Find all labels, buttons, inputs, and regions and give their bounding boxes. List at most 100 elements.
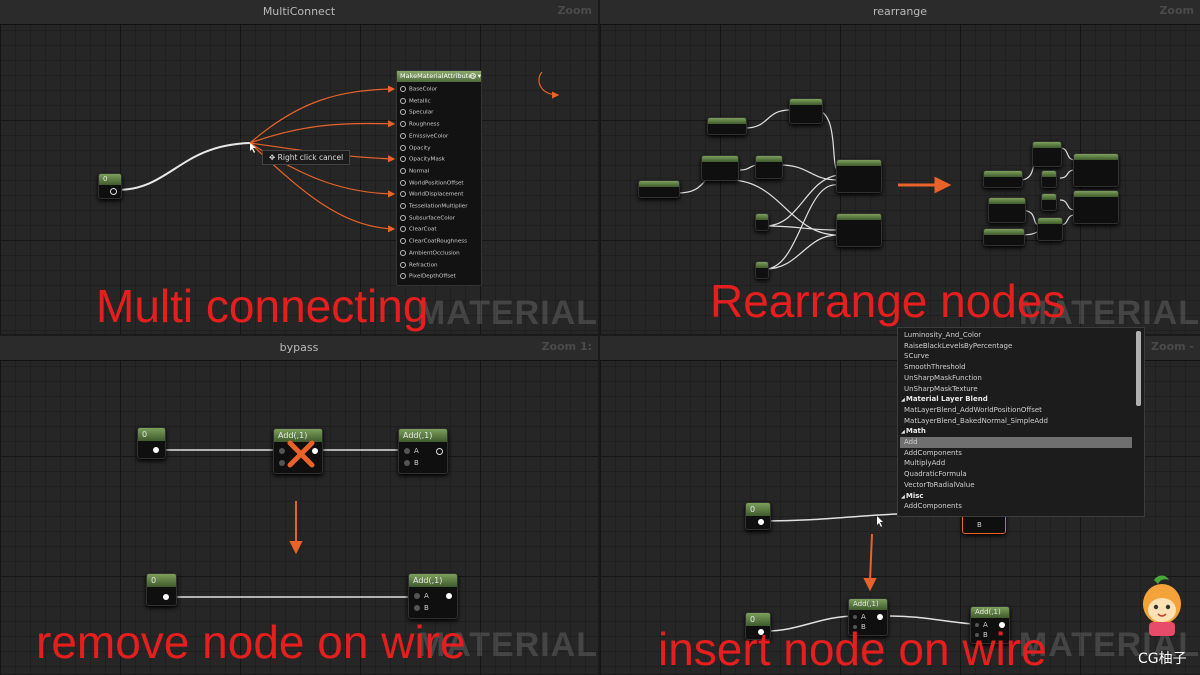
material-input-15[interactable]: Refraction bbox=[400, 261, 438, 268]
constant-node-top[interactable]: 0 bbox=[745, 502, 771, 530]
vector-param-node[interactable] bbox=[707, 117, 747, 135]
menu-item[interactable]: RaiseBlackLevelsByPercentage bbox=[904, 342, 1012, 350]
input-pin-icon[interactable] bbox=[400, 249, 406, 256]
input-pin-b[interactable] bbox=[414, 605, 420, 611]
material-input-12[interactable]: ClearCoat bbox=[400, 226, 437, 233]
lerp-node-2[interactable] bbox=[836, 213, 882, 247]
input-pin-a[interactable] bbox=[414, 593, 420, 599]
input-pin-a[interactable] bbox=[404, 448, 410, 454]
output-pin[interactable] bbox=[163, 594, 169, 600]
add-node-removed[interactable]: Add(,1) bbox=[273, 428, 323, 474]
input-pin-icon[interactable] bbox=[400, 156, 406, 163]
menu-item[interactable]: Luminosity_And_Color bbox=[904, 331, 981, 339]
constant-node-a[interactable] bbox=[701, 155, 739, 181]
multiply-node[interactable] bbox=[755, 155, 783, 179]
input-pin-icon[interactable] bbox=[400, 261, 406, 268]
constant-node[interactable]: 0 bbox=[98, 173, 122, 199]
output-pin[interactable] bbox=[110, 188, 117, 195]
constant-node-bottom[interactable]: 0 bbox=[146, 573, 177, 606]
output-pin[interactable] bbox=[999, 622, 1005, 628]
menu-item[interactable]: AddComponents bbox=[904, 502, 962, 510]
output-pin[interactable] bbox=[446, 593, 452, 599]
material-input-14[interactable]: AmbientOcclusion bbox=[400, 249, 460, 256]
menu-item[interactable]: AddComponents bbox=[904, 449, 962, 457]
texture-node[interactable] bbox=[638, 180, 680, 198]
input-pin-icon[interactable] bbox=[400, 109, 406, 116]
menu-item[interactable]: MatLayerBlend_AddWorldPositionOffset bbox=[904, 406, 1042, 414]
input-pin-a[interactable] bbox=[975, 623, 979, 627]
material-input-4[interactable]: EmissiveColor bbox=[400, 132, 448, 139]
add-node-top[interactable]: Add(,1) A B bbox=[398, 428, 448, 474]
material-input-8[interactable]: WorldPositionOffset bbox=[400, 179, 464, 186]
material-input-6[interactable]: OpacityMask bbox=[400, 156, 445, 163]
lerp-node-top[interactable] bbox=[789, 98, 823, 124]
menu-item[interactable]: UnSharpMaskTexture bbox=[904, 385, 978, 393]
multiply-node-r[interactable] bbox=[1037, 217, 1063, 241]
constant-node-bottom[interactable]: 0 bbox=[745, 612, 771, 640]
menu-item[interactable]: QuadraticFormula bbox=[904, 470, 967, 478]
scalar-node-r2[interactable] bbox=[1041, 193, 1057, 211]
lerp-node-r[interactable] bbox=[1032, 141, 1062, 167]
scalar-node-r1[interactable] bbox=[1041, 170, 1057, 188]
material-input-16[interactable]: PixelDepthOffset bbox=[400, 273, 456, 280]
material-input-3[interactable]: Roughness bbox=[400, 121, 440, 128]
output-pin[interactable] bbox=[758, 519, 764, 525]
menu-category[interactable]: ◢Material Layer Blend bbox=[901, 395, 988, 403]
output-pin[interactable] bbox=[312, 448, 318, 454]
menu-item[interactable]: SCurve bbox=[904, 352, 929, 360]
input-pin-b[interactable] bbox=[853, 625, 857, 629]
input-pin-b[interactable] bbox=[975, 633, 979, 637]
input-pin-icon[interactable] bbox=[400, 214, 406, 221]
scalar-node-1[interactable] bbox=[755, 213, 769, 231]
material-input-2[interactable]: Specular bbox=[400, 109, 433, 116]
lerp-node-r2[interactable] bbox=[1073, 190, 1119, 224]
output-pin[interactable] bbox=[877, 614, 883, 620]
constant-node-top[interactable]: 0 bbox=[137, 427, 166, 459]
material-input-5[interactable]: Opacity bbox=[400, 144, 431, 151]
input-pin-icon[interactable] bbox=[400, 86, 406, 92]
material-input-7[interactable]: Normal bbox=[400, 167, 429, 174]
input-pin-icon[interactable] bbox=[400, 238, 406, 245]
lerp-node-r1[interactable] bbox=[1073, 153, 1119, 187]
material-input-10[interactable]: TessellationMultiplier bbox=[400, 203, 468, 210]
input-pin-icon[interactable] bbox=[400, 226, 406, 233]
menu-category[interactable]: ◢Math bbox=[901, 427, 926, 435]
add-node-bottom[interactable]: Add(,1) A B bbox=[408, 573, 458, 619]
material-input-1[interactable]: Metallic bbox=[400, 97, 431, 104]
input-pin-a[interactable] bbox=[853, 615, 857, 619]
material-output-pin[interactable] bbox=[470, 73, 476, 79]
menu-item[interactable]: MatLayerBlend_BakedNormal_SimpleAdd bbox=[904, 417, 1048, 425]
add-node-right[interactable]: Add(,1) A B bbox=[970, 606, 1010, 644]
input-pin-icon[interactable] bbox=[400, 132, 406, 139]
menu-item[interactable]: UnSharpMaskFunction bbox=[904, 374, 982, 382]
menu-item[interactable]: VectorToRadialValue bbox=[904, 481, 975, 489]
menu-item[interactable]: MultiplyAdd bbox=[904, 459, 945, 467]
input-pin-a[interactable] bbox=[279, 448, 285, 454]
menu-scrollbar[interactable] bbox=[1136, 331, 1141, 406]
output-pin[interactable] bbox=[758, 629, 764, 635]
menu-item[interactable]: SmoothThreshold bbox=[904, 363, 966, 371]
material-input-0[interactable]: BaseColor bbox=[400, 86, 437, 93]
material-input-9[interactable]: WorldDisplacement bbox=[400, 191, 463, 198]
input-pin-icon[interactable] bbox=[400, 121, 406, 128]
input-pin-b[interactable] bbox=[404, 460, 410, 466]
menu-category[interactable]: ◢Misc bbox=[901, 492, 924, 500]
material-input-13[interactable]: ClearCoatRoughness bbox=[400, 238, 467, 245]
vector-param-node-r[interactable] bbox=[983, 170, 1023, 188]
material-input-11[interactable]: SubsurfaceColor bbox=[400, 214, 455, 221]
texture-node-r[interactable] bbox=[983, 228, 1025, 246]
output-pin[interactable] bbox=[436, 448, 443, 455]
input-pin-b[interactable] bbox=[279, 460, 285, 466]
input-pin-icon[interactable] bbox=[400, 179, 406, 186]
inserted-add-node[interactable]: Add(,1) A B bbox=[848, 598, 888, 636]
input-pin-icon[interactable] bbox=[400, 167, 406, 174]
output-pin[interactable] bbox=[153, 447, 159, 453]
input-pin-icon[interactable] bbox=[400, 273, 406, 280]
input-pin-icon[interactable] bbox=[400, 203, 406, 209]
lerp-node-1[interactable] bbox=[836, 159, 882, 193]
menu-item[interactable]: Add bbox=[904, 438, 918, 446]
input-pin-icon[interactable] bbox=[400, 191, 406, 198]
input-pin-icon[interactable] bbox=[400, 144, 406, 151]
